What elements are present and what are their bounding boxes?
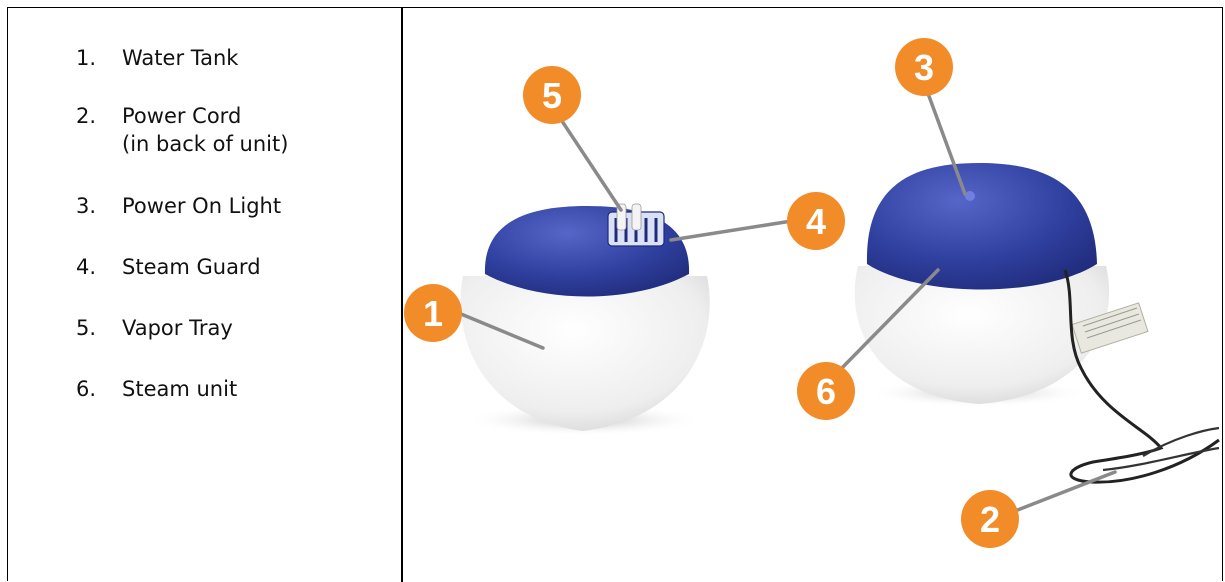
callout-5: 5 [523,66,581,124]
callout-1: 1 [404,284,462,342]
item-label: Steam Guard [122,253,261,281]
item-number: 5. [76,314,122,342]
item-number: 2. [76,102,122,158]
svg-text:1: 1 [423,293,443,334]
item-number: 4. [76,253,122,281]
item-label: Power Cord (in back of unit) [122,102,288,158]
list-item: 3. Power On Light [76,192,288,220]
item-label: Vapor Tray [122,314,233,342]
svg-text:5: 5 [542,75,562,116]
item-number: 3. [76,192,122,220]
svg-text:6: 6 [816,371,836,412]
leader-4 [671,220,798,240]
item-number: 1. [76,44,122,72]
list-item: 6. Steam unit [76,375,288,403]
leader-2 [1015,472,1115,511]
list-item: 4. Steam Guard [76,253,288,281]
item-label: Water Tank [122,44,238,72]
list-item: 1. Water Tank [76,44,288,72]
power-light [965,191,975,201]
svg-text:4: 4 [806,201,826,242]
callout-2: 2 [961,490,1019,548]
callout-6: 6 [797,362,855,420]
list-item: 5. Vapor Tray [76,314,288,342]
item-label: Power On Light [122,192,281,220]
parts-list: 1. Water Tank 2. Power Cord (in back of … [76,44,288,403]
svg-text:3: 3 [914,47,934,88]
item-number: 6. [76,375,122,403]
item-label: Steam unit [122,375,237,403]
humidifier-diagram: 1 5 4 3 6 2 [403,8,1221,582]
svg-text:2: 2 [980,499,1000,540]
callout-3: 3 [895,38,953,96]
callout-4: 4 [787,192,845,250]
list-item: 2. Power Cord (in back of unit) [76,102,288,158]
right-unit-lid [867,163,1097,290]
left-unit-body [461,276,710,431]
